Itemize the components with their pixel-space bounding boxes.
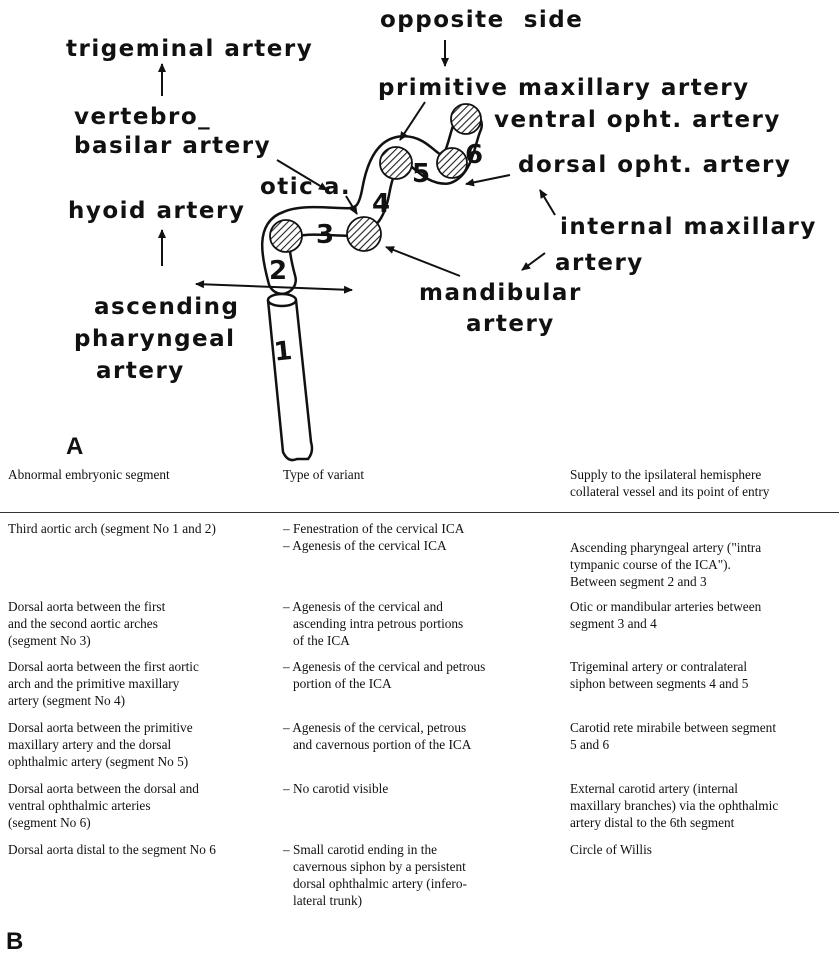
row-6-supply: Circle of Willis: [570, 841, 839, 858]
hatched-node-hyoid: [270, 220, 302, 252]
segment-1-tube: [268, 300, 312, 460]
row-5-supply: External carotid artery (internal maxill…: [570, 780, 839, 831]
label-ascending: ascending: [94, 294, 240, 320]
row-5-variant: – No carotid visible: [283, 780, 558, 797]
segment-number-4: 4: [372, 189, 390, 219]
row-6-segment: Dorsal aorta distal to the segment No 6: [8, 841, 278, 858]
hatched-node-dorsal-opht: [437, 148, 467, 178]
row-4-supply: Carotid rete mirabile between segment 5 …: [570, 719, 839, 753]
label-ventral-opht-artery: ventral opht. artery: [494, 107, 781, 133]
label-internal-maxillary-artery: artery: [555, 250, 644, 276]
arrow-internal-maxillary-up: [540, 190, 555, 215]
header-rule: [0, 512, 839, 513]
header-type-of-variant: Type of variant: [283, 466, 548, 483]
label-ascending-artery: artery: [96, 358, 185, 384]
label-otic-artery: otic a.: [260, 174, 351, 200]
row-3-segment: Dorsal aorta between the first aortic ar…: [8, 658, 278, 709]
arrow-mandibular: [386, 247, 460, 276]
panel-letter-b: B: [6, 928, 23, 956]
arrow-internal-maxillary-down: [522, 253, 545, 270]
hatched-node-otic: [347, 217, 381, 251]
row-3-supply: Trigeminal artery or contralateral sipho…: [570, 658, 839, 692]
hatched-node-ventral-opht: [451, 104, 481, 134]
label-basilar-artery: basilar artery: [74, 133, 271, 159]
label-pharyngeal: pharyngeal: [74, 326, 236, 352]
segment-number-1: 1: [272, 336, 293, 368]
label-mandibular-artery: artery: [466, 311, 555, 337]
row-2-variant: – Agenesis of the cervical and ascending…: [283, 598, 558, 649]
artery-segment-diagram: 1 2 3 4 5 6 opposite side trigeminal art…: [0, 0, 839, 470]
row-2-segment: Dorsal aorta between the first and the s…: [8, 598, 278, 649]
header-abnormal-segment: Abnormal embryonic segment: [8, 466, 278, 483]
label-opposite-side: opposite side: [380, 7, 583, 33]
label-trigeminal-artery: trigeminal artery: [66, 36, 313, 62]
segment-number-6: 6: [465, 140, 483, 170]
row-5-segment: Dorsal aorta between the dorsal and vent…: [8, 780, 278, 831]
panel-letter-a: A: [66, 433, 83, 461]
row-1-variant-1: – Fenestration of the cervical ICA: [283, 520, 558, 537]
segment-number-2: 2: [269, 256, 287, 286]
label-dorsal-opht-artery: dorsal opht. artery: [518, 152, 791, 178]
label-primitive-maxillary-artery: primitive maxillary artery: [378, 75, 750, 101]
label-hyoid-artery: hyoid artery: [68, 198, 245, 224]
row-1-supply: Ascending pharyngeal artery ("intra tymp…: [570, 539, 839, 590]
header-supply: Supply to the ipsilateral hemisphere col…: [570, 466, 839, 500]
hatched-node-trigeminal: [380, 147, 412, 179]
segment-number-3: 3: [316, 220, 334, 250]
row-2-supply: Otic or mandibular arteries between segm…: [570, 598, 839, 632]
row-1-segment: Third aortic arch (segment No 1 and 2): [8, 520, 278, 537]
label-mandibular: mandibular: [419, 280, 582, 306]
segment-1-top: [268, 294, 296, 306]
arrow-dorsal-opht: [466, 175, 510, 184]
row-4-segment: Dorsal aorta between the primitive maxil…: [8, 719, 278, 770]
segment-number-5: 5: [412, 159, 430, 189]
label-internal-maxillary: internal maxillary: [560, 214, 817, 240]
label-vertebro: vertebro_: [74, 104, 211, 130]
row-4-variant: – Agenesis of the cervical, petrous and …: [283, 719, 558, 753]
arrow-primitive-maxillary: [400, 102, 425, 140]
row-6-variant: – Small carotid ending in the cavernous …: [283, 841, 558, 909]
row-1-variant-2: – Agenesis of the cervical ICA: [283, 537, 558, 554]
row-3-variant: – Agenesis of the cervical and petrous p…: [283, 658, 558, 692]
